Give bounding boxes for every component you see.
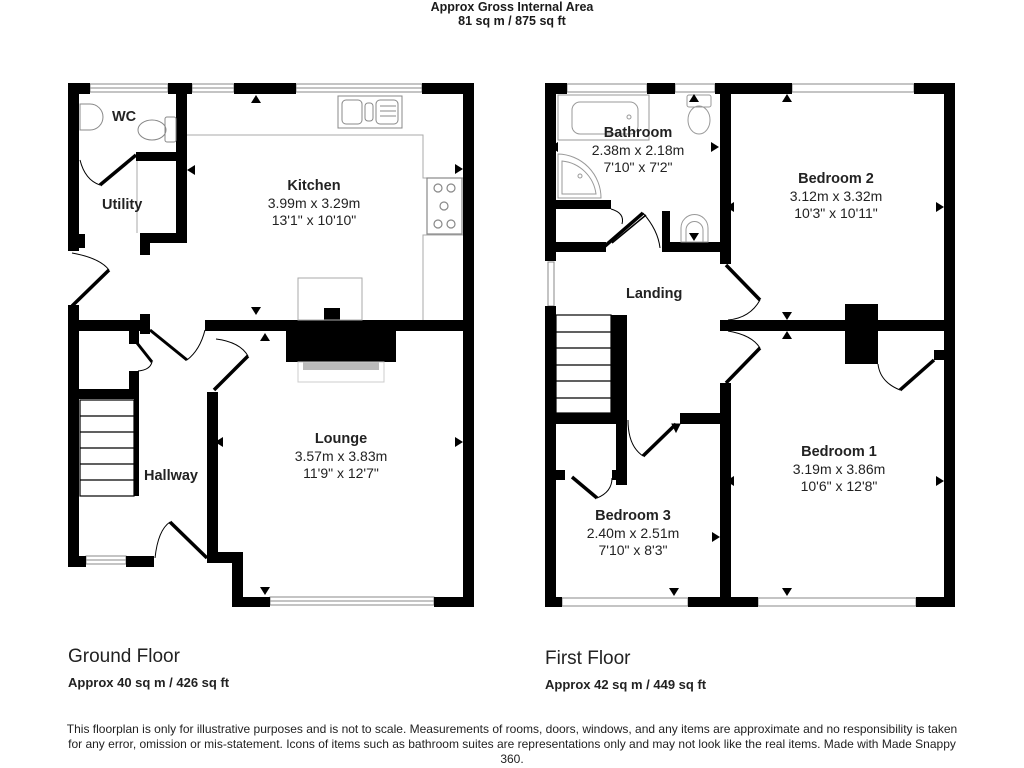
bathroom-basin-icon (680, 214, 709, 243)
room-label-utility: Utility (102, 197, 143, 213)
windows-ground (85, 83, 435, 606)
room-metric: 3.12m x 3.32m (789, 188, 883, 204)
room-imperial: 11'9" x 12'7" (303, 465, 379, 481)
first-floor-title: First Floor (545, 648, 631, 669)
room-imperial: 10'3" x 10'11" (794, 205, 878, 221)
ground-floor-area: Approx 40 sq m / 426 sq ft (68, 675, 230, 690)
ground-floor-title: Ground Floor (68, 646, 180, 667)
room-bedroom-2: Bedroom 2 3.12m x 3.32m 10'3" x 10'11" (790, 171, 883, 222)
walls-ground (68, 83, 474, 607)
room-imperial: 7'10" x 8'3" (598, 542, 668, 558)
room-label-wc: WC (112, 109, 137, 125)
room-lounge: Lounge 3.57m x 3.83m 11'9" x 12'7" (295, 431, 388, 482)
ground-stairs (79, 399, 135, 497)
walls-first (545, 83, 955, 607)
shower-icon (557, 153, 602, 199)
room-metric: 3.57m x 3.83m (294, 448, 388, 464)
bath-icon (557, 94, 650, 141)
first-floor-area: Approx 42 sq m / 449 sq ft (545, 677, 707, 692)
room-label-landing: Landing (626, 286, 683, 302)
room-name: Bedroom 3 (595, 508, 671, 524)
wc-basin-icon (79, 103, 104, 131)
room-name: Lounge (314, 431, 368, 447)
doors-first (570, 208, 936, 500)
first-stairs (555, 314, 612, 414)
room-metric: 2.40m x 2.51m (586, 525, 680, 541)
room-bedroom-3: Bedroom 3 2.40m x 2.51m 7'10" x 8'3" (587, 508, 680, 559)
room-metric: 3.19m x 3.86m (792, 461, 886, 477)
disclaimer-text: This floorplan is only for illustrative … (66, 722, 958, 766)
ground-floor-plan (68, 83, 474, 607)
room-name: Bedroom 2 (798, 171, 874, 187)
hob-icon (426, 177, 463, 235)
room-bedroom-1: Bedroom 1 3.19m x 3.86m 10'6" x 12'8" (793, 444, 886, 495)
room-metric: 3.99m x 3.29m (267, 195, 361, 211)
room-bathroom: Bathroom 2.38m x 2.18m 7'10" x 7'2" (592, 125, 685, 176)
doors-ground (70, 153, 250, 560)
wc-toilet-icon (137, 116, 177, 143)
kitchen-sink-icon (337, 95, 403, 129)
room-kitchen: Kitchen 3.99m x 3.29m 13'1" x 10'10" (268, 178, 361, 229)
room-imperial: 10'6" x 12'8" (800, 478, 878, 494)
gross-area-title: Approx Gross Internal Area (430, 0, 594, 14)
bathroom-toilet-icon (686, 94, 712, 135)
room-name: Kitchen (287, 178, 341, 194)
gross-area-value: 81 sq m / 875 sq ft (458, 14, 566, 28)
room-imperial: 7'10" x 7'2" (603, 159, 673, 175)
first-floor-plan (545, 83, 955, 607)
room-name: Bathroom (603, 125, 673, 141)
room-name: Bedroom 1 (801, 444, 877, 460)
room-label-hallway: Hallway (144, 468, 198, 484)
room-metric: 2.38m x 2.18m (591, 142, 685, 158)
room-imperial: 13'1" x 10'10" (271, 212, 357, 228)
